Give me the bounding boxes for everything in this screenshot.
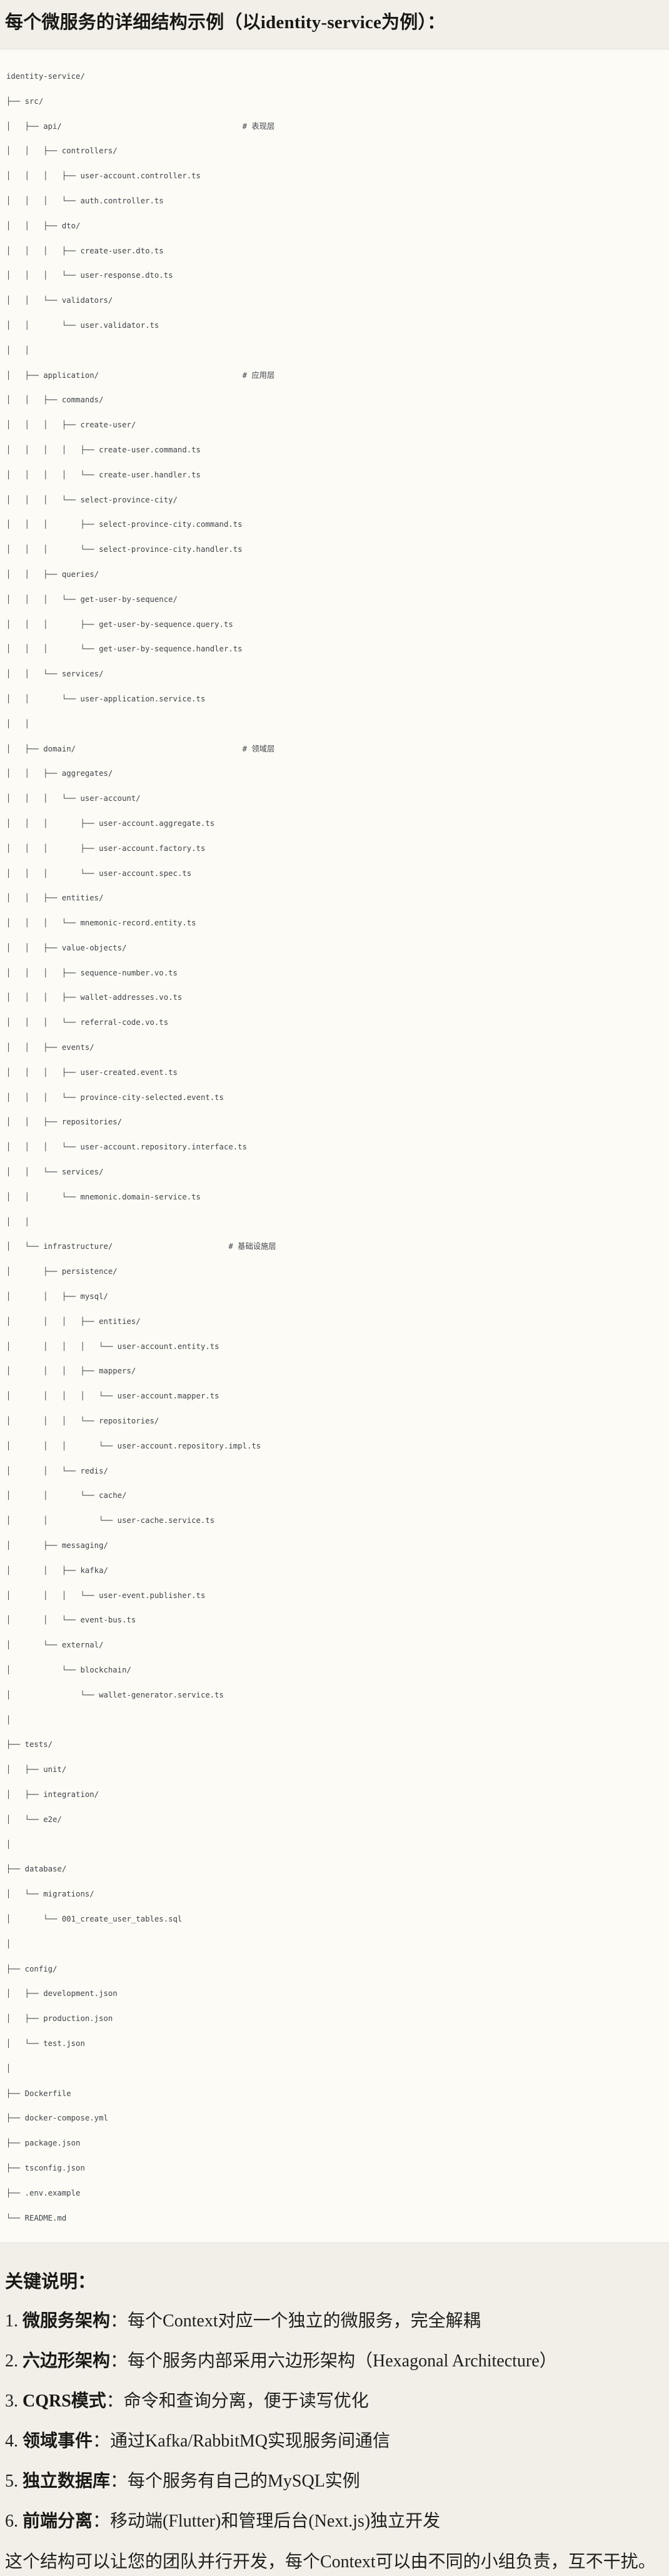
note-number: 3. [5, 2391, 23, 2411]
directory-tree: identity-service/ ├── src/ │ ├── api/ # … [6, 72, 276, 2222]
note-number: 5. [5, 2472, 23, 2492]
closing-paragraph: 这个结构可以让您的团队并行开发，每个Context可以由不同的小组负责，互不干扰… [5, 2552, 656, 2572]
list-item: 5. 独立数据库：每个服务有自己的MySQL实例 [5, 2470, 664, 2493]
note-text: ：每个服务内部采用六边形架构（Hexagonal Architecture） [110, 2351, 557, 2371]
list-item: 1. 微服务架构：每个Context对应一个独立的微服务，完全解耦 [5, 2309, 664, 2333]
note-label: CQRS模式 [23, 2391, 106, 2411]
note-number: 2. [5, 2351, 23, 2371]
note-label: 前端分离 [23, 2512, 93, 2532]
notes-section: 关键说明： 1. 微服务架构：每个Context对应一个独立的微服务，完全解耦 … [0, 2269, 669, 2573]
page-title: 每个微服务的详细结构示例（以identity-service为例）： [5, 13, 446, 33]
list-item: 4. 领域事件：通过Kafka/RabbitMQ实现服务间通信 [5, 2430, 664, 2453]
note-text: ：每个服务有自己的MySQL实例 [110, 2472, 360, 2492]
note-label: 独立数据库 [23, 2472, 111, 2492]
list-item: 6. 前端分离：移动端(Flutter)和管理后台(Next.js)独立开发 [5, 2510, 664, 2533]
note-number: 6. [5, 2512, 23, 2532]
note-number: 1. [5, 2311, 23, 2331]
list-item: 3. CQRS模式：命令和查询分离，便于读写优化 [5, 2390, 664, 2413]
section-heading: 关键说明： [5, 2272, 96, 2293]
list-item: 2. 六边形架构：每个服务内部采用六边形架构（Hexagonal Archite… [5, 2349, 664, 2373]
note-label: 微服务架构 [23, 2311, 111, 2331]
note-text: ：命令和查询分离，便于读写优化 [106, 2391, 369, 2411]
note-label: 六边形架构 [23, 2351, 111, 2371]
note-label: 领域事件 [23, 2431, 93, 2451]
note-text: ：移动端(Flutter)和管理后台(Next.js)独立开发 [93, 2512, 441, 2532]
note-text: ：通过Kafka/RabbitMQ实现服务间通信 [93, 2431, 390, 2451]
notes-list: 1. 微服务架构：每个Context对应一个独立的微服务，完全解耦 2. 六边形… [5, 2309, 664, 2533]
code-block: identity-service/ ├── src/ │ ├── api/ # … [0, 49, 669, 2244]
note-text: ：每个Context对应一个独立的微服务，完全解耦 [110, 2311, 481, 2331]
note-number: 4. [5, 2431, 23, 2451]
